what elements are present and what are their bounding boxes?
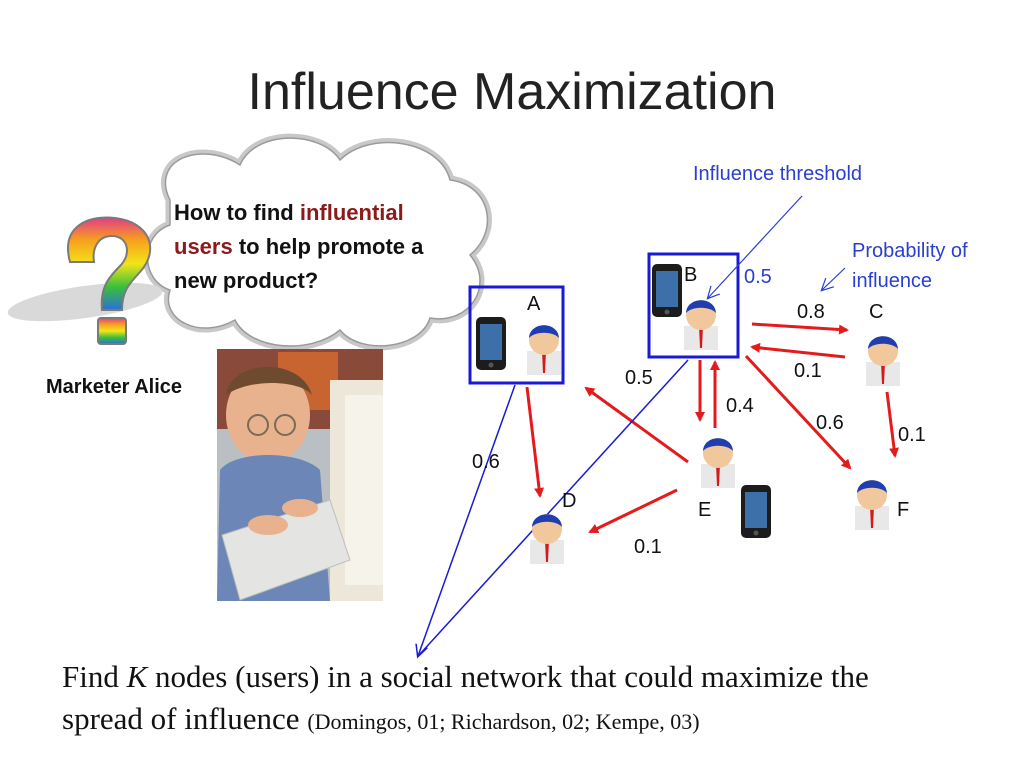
weight-b-c: 0.8: [797, 301, 825, 323]
question-text: How to find influential users to help pr…: [174, 196, 474, 298]
node-label-e: E: [698, 499, 712, 521]
seed-box-a: [468, 285, 565, 385]
statement-k: K: [126, 659, 148, 694]
pointer-b-to-text: [419, 359, 689, 655]
probability-annotation-line2: influence: [852, 270, 933, 292]
person-icon-f: [855, 480, 889, 530]
probability-pointer: [822, 267, 846, 290]
question-part3: new product?: [174, 268, 319, 293]
threshold-annotation: Influence threshold: [693, 163, 863, 185]
person-icon-e: [701, 438, 735, 488]
citation: (Domingos, 01; Richardson, 02; Kempe, 03…: [307, 709, 700, 734]
edge-a-d: [525, 386, 545, 498]
slide-title: Influence Maximization: [247, 63, 777, 121]
seed-box-b: [647, 252, 740, 359]
phone-icon-b: [652, 264, 682, 317]
problem-statement: Find K nodes (users) in a social network…: [62, 656, 1002, 743]
pointer-a-to-text: [418, 384, 516, 656]
node-label-b: B: [684, 264, 698, 286]
threshold-pointer: [708, 195, 803, 298]
weight-b-e: 0.4: [726, 395, 754, 417]
question-highlight-influential: influential: [299, 200, 404, 225]
marketer-photo: [217, 349, 383, 601]
statement-line2: spread of influence: [62, 701, 308, 736]
phone-icon-a: [476, 317, 506, 370]
person-icon-a: [527, 325, 561, 375]
weight-e-d: 0.1: [634, 536, 662, 558]
node-label-d: D: [562, 490, 577, 512]
phone-icon-e: [741, 485, 771, 538]
edge-b-c: [751, 322, 849, 335]
influence-edges: [525, 322, 899, 534]
edge-c-b: [750, 342, 846, 359]
weight-e-a: 0.5: [625, 367, 653, 389]
edge-c-f: [885, 391, 899, 458]
weight-a-d: 0.6: [472, 451, 500, 473]
weight-c-f: 0.1: [898, 424, 926, 446]
edge-e-a: [584, 386, 689, 464]
node-label-f: F: [897, 499, 910, 521]
statement-line1-start: Find: [62, 659, 127, 694]
person-icon-b: [684, 300, 718, 350]
threshold-value: 0.5: [744, 266, 772, 288]
node-label-a: A: [527, 293, 541, 315]
thought-cloud: [143, 133, 492, 351]
person-icon-c: [866, 336, 900, 386]
question-mark-icon: [7, 216, 163, 345]
weight-c-b: 0.1: [794, 360, 822, 382]
question-highlight-users: users: [174, 234, 233, 259]
question-part2: to help promote a: [232, 234, 424, 259]
edge-e-d: [588, 488, 678, 534]
probability-annotation-line1: Probability of: [852, 240, 968, 262]
statement-line1-end: nodes (users) in a social network that c…: [147, 659, 869, 694]
node-label-c: C: [869, 301, 884, 323]
marketer-label: Marketer Alice: [46, 376, 182, 398]
person-icon-d: [530, 514, 564, 564]
weight-b-f: 0.6: [816, 412, 844, 434]
edge-b-f: [744, 354, 852, 470]
question-part1: How to find: [174, 200, 300, 225]
